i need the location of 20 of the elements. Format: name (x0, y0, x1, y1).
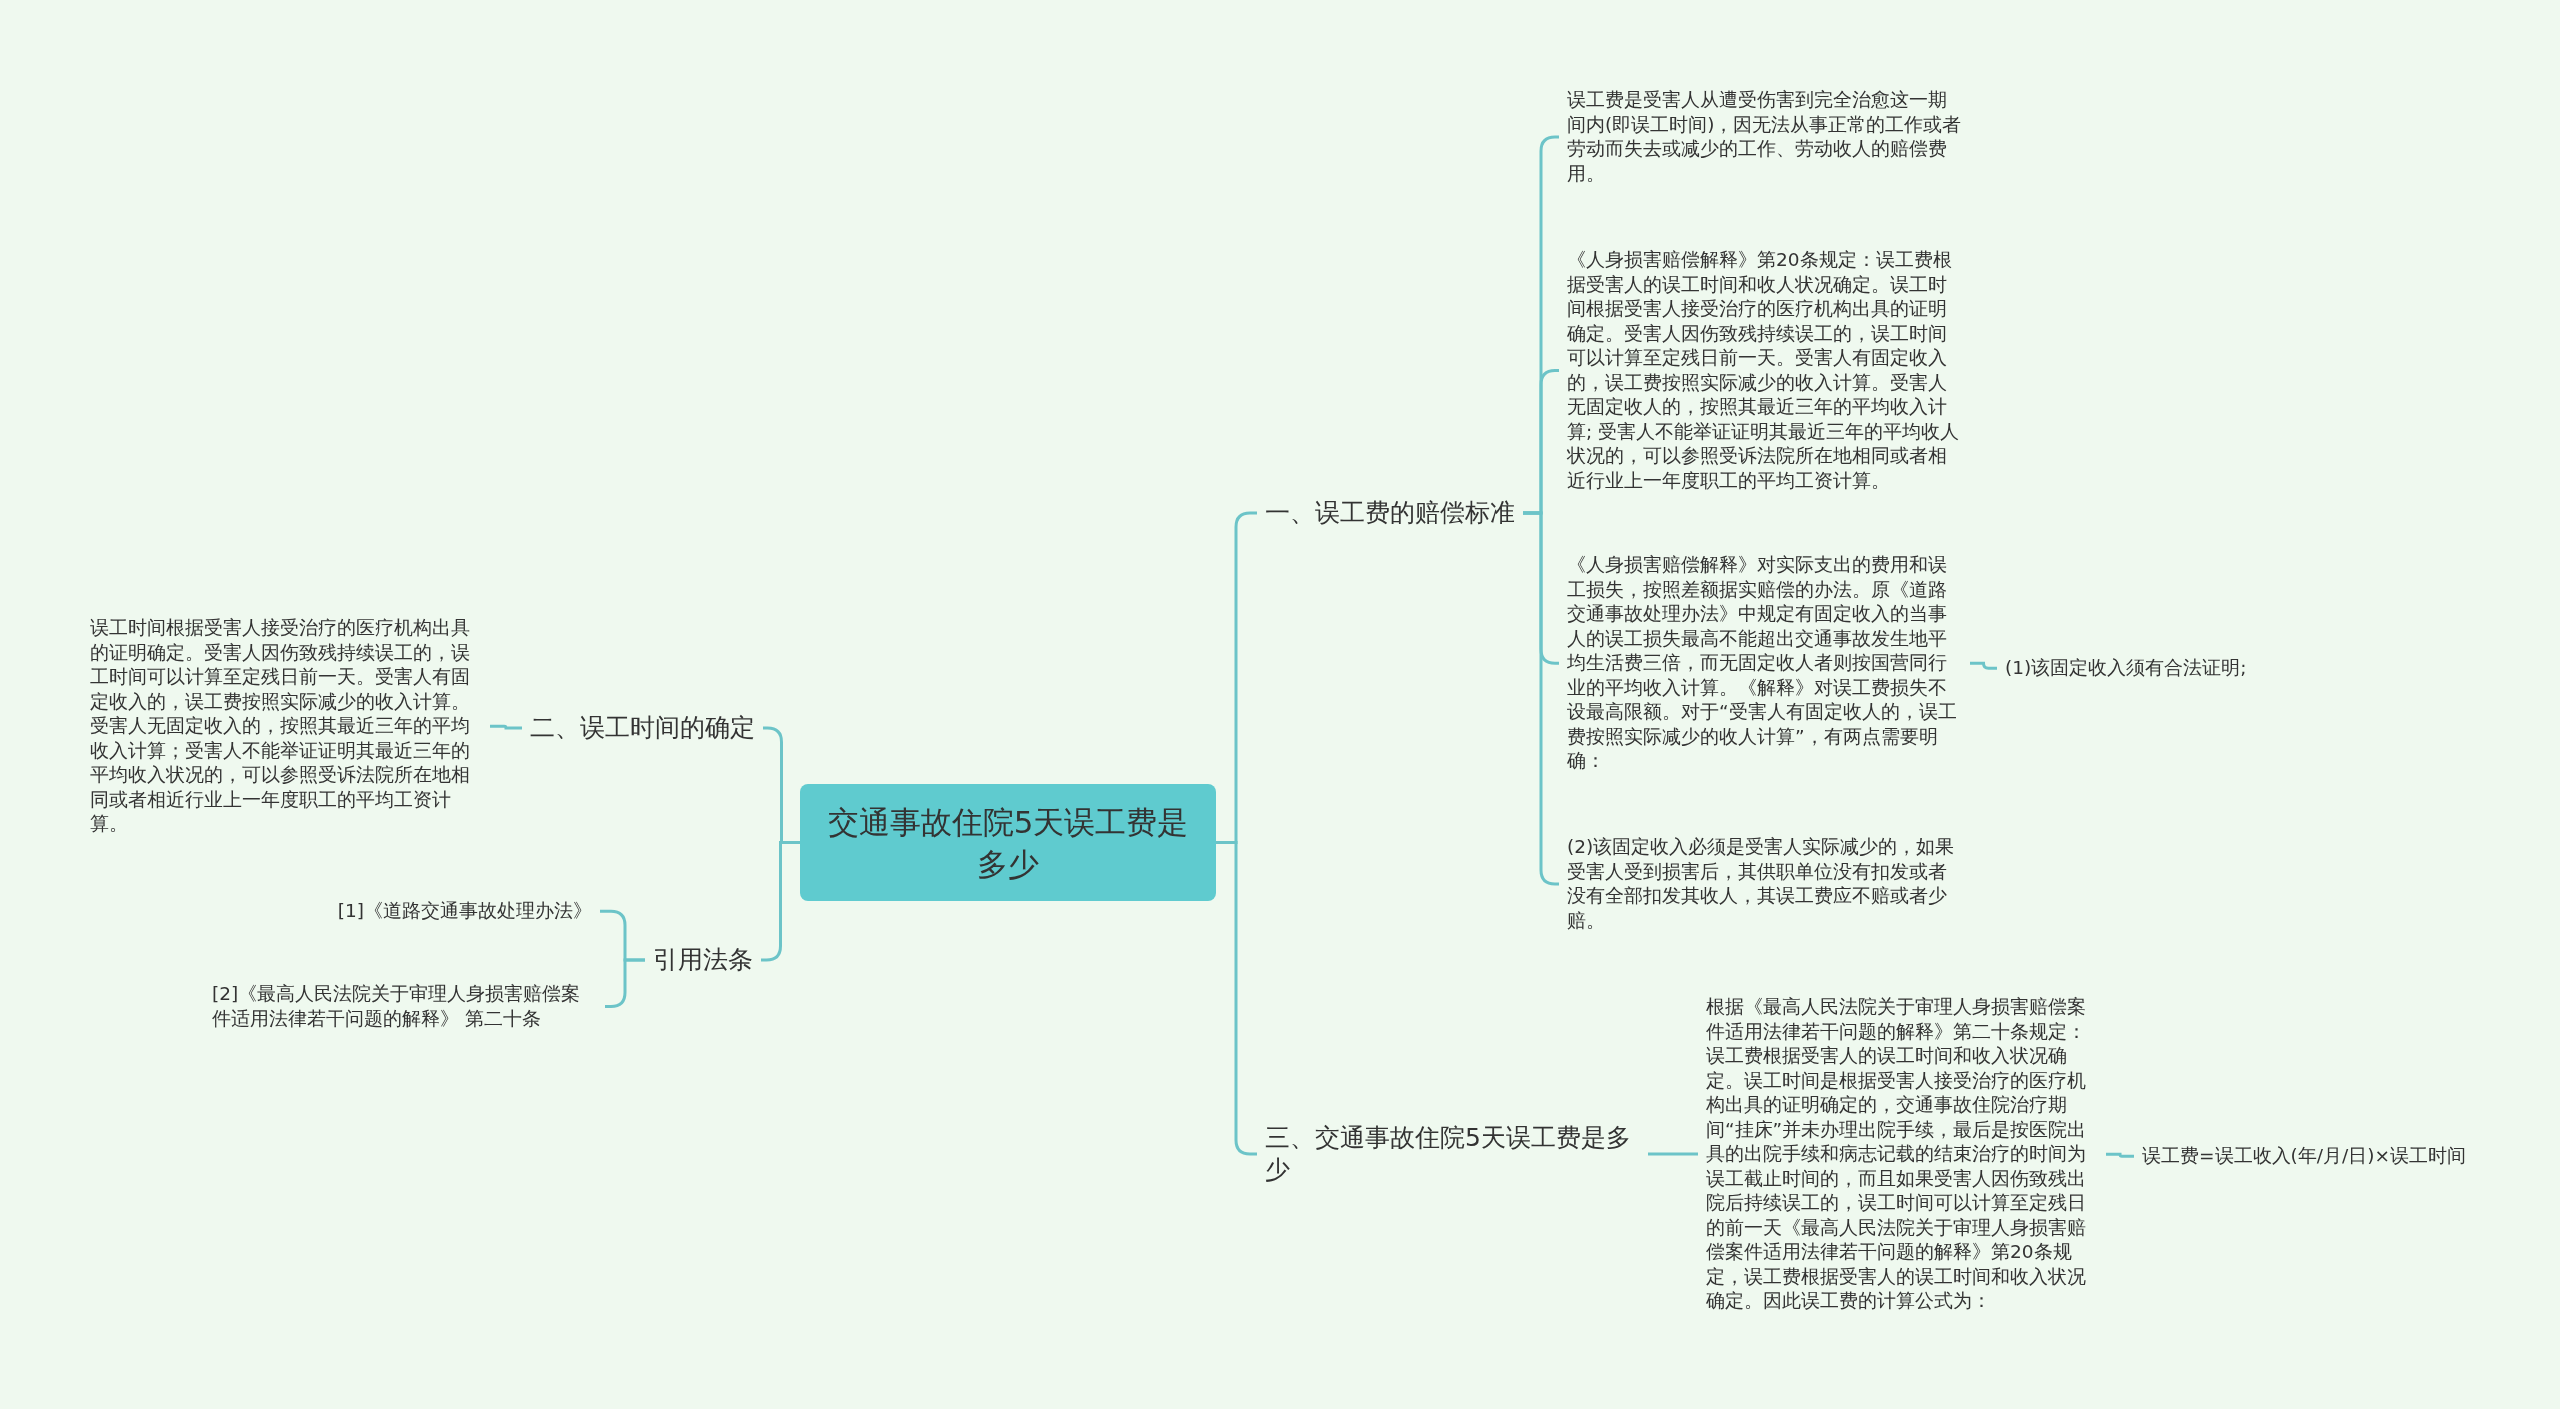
connector-line (2106, 1152, 2134, 1158)
note-text: (2)该固定收入必须是受害人实际减少的，如果受害人受到损害后，其供职单位没有扣发或者没有全部扣发其收人，其误工费应不赔或者少赔。 (1567, 835, 1962, 933)
connector-line (1970, 661, 1997, 670)
note-text: (1)该固定收入须有合法证明; (2005, 656, 2247, 681)
note-text: 误工费=误工收入(年/月/日)×误工时间 (2142, 1144, 2466, 1169)
note-text: 《人身损害赔偿解释》对实际支出的费用和误工损失，按照差额据实赔偿的办法。原《道路交通事故处理办法》中规定有固定收入的当事人的误工损失最高不能超出交通事故发生地平均生活费三倍，而无固定收人者则按国营同行业的平均收入计算。《解释》对误工费损失不设最高限额。对于“受害人有固定收人的，误工费按照实际减少的收人计算”，有两点需要明确： (1567, 553, 1962, 774)
note-text: 误工费是受害人从遭受伤害到完全治愈这一期间内(即误工时间)，因无法从事正常的工作或者劳动而失去或减少的工作、劳动收人的赔偿费用。 (1567, 88, 1962, 186)
topic-text: 三、交通事故住院5天误工费是多少 (1265, 1122, 1640, 1186)
topic-text: 一、误工费的赔偿标准 (1265, 497, 1515, 529)
note-text: 《人身损害赔偿解释》第20条规定：误工费根据受害人的误工时间和收人状况确定。误工时间根据受害人接受治疗的医疗机构出具的证明确定。受害人因伤致残持续误工的，误工时间可以计算至定残日前一天。受害人有固定收入的，误工费按照实际减少的收入计算。受害人无固定收人的，按照其最近三年的平均收入计算; 受害人不能举证证明其最近三年的平均收人状况的，可以参照受诉法院所在地相同或者相近行业上一年度职工的平均工资计算。 (1567, 248, 1962, 493)
connector-line (1648, 1152, 1698, 1156)
note-text: [1]《道路交通事故处理办法》 (300, 899, 592, 924)
topic-text: 二、误工时间的确定 (530, 712, 755, 744)
connector-line (605, 958, 645, 1008)
root-topic-box: 交通事故住院5天误工费是多少 (800, 784, 1216, 901)
connector-line (490, 724, 522, 730)
note-text: 根据《最高人民法院关于审理人身损害赔偿案件适用法律若干问题的解释》第二十条规定：误工费根据受害人的误工时间和收入状况确定。误工时间是根据受害人接受治疗的医疗机构出具的证明确定的，交通事故住院治疗期间“挂床”并未办理出院手续，最后是按医院出具的出院手续和病志记载的结束治疗的时间为误工截止时间的，而且如果受害人因伤致残出院后持续误工的，误工时间可以计算至定残日的前一天《最高人民法院关于审理人身损害赔偿案件适用法律若干问题的解释》第20条规定，误工费根据受害人的误工时间和收入状况确定。因此误工费的计算公式为： (1706, 995, 2098, 1314)
topic-text: 引用法条 (653, 944, 753, 976)
note-text: 误工时间根据受害人接受治疗的医疗机构出具的证明确定。受害人因伤致残持续误工的，误工时间可以计算至定残日前一天。受害人有固定收入的，误工费按照实际减少的收入计算。受害人无固定收入的，按照其最近三年的平均收入计算；受害人不能举证证明其最近三年的平均收入状况的，可以参照受诉法院所在地相同或者相近行业上一年度职工的平均工资计算。 (90, 616, 482, 837)
note-text: [2]《最高人民法院关于审理人身损害赔偿案件适用法律若干问题的解释》 第二十条 (212, 982, 597, 1031)
